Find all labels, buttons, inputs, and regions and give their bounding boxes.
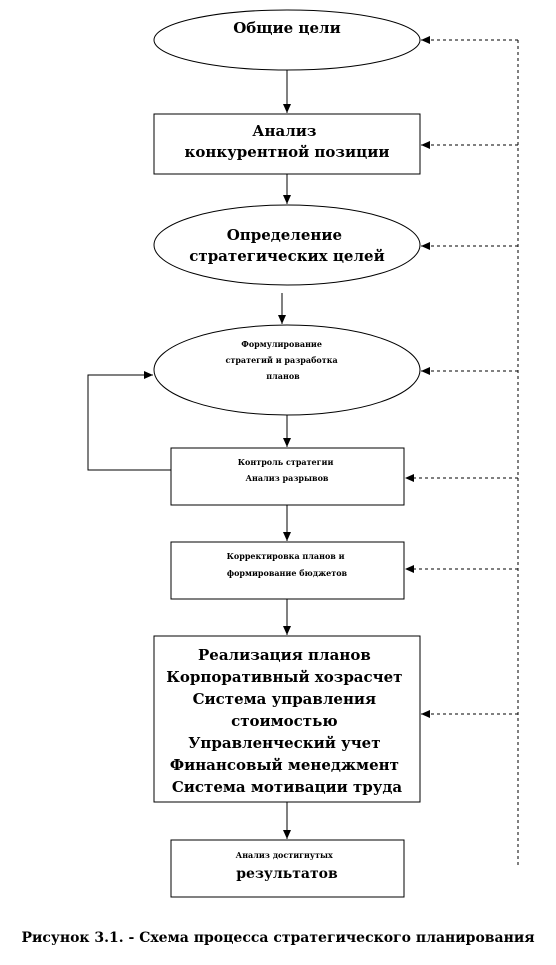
node-text-line: результатов xyxy=(236,866,338,882)
node-text-line: Анализ достигнутых xyxy=(236,850,333,860)
node-strategy-formulation: Формулирование стратегий и разработка пл… xyxy=(153,324,421,416)
node-competitive-analysis: Анализ конкурентной позиции xyxy=(153,113,421,175)
svg-text:Определение стратегическ: Определение стратегических целей xyxy=(189,226,384,265)
svg-text:Контроль стратегии Анали: Контроль стратегии Анализ разрывов xyxy=(238,457,336,483)
node-text-line: Финансовый менеджмент xyxy=(170,756,399,774)
svg-text:Анализ достигнутых резул: Анализ достигнутых результатов xyxy=(236,843,339,882)
figure-caption: Рисунок 3.1. - Схема процесса стратегиче… xyxy=(21,930,535,946)
node-text-line: Корпоративный хозрасчет xyxy=(166,668,402,686)
node-plan-adjustment: Корректировка планов и формирование бюдж… xyxy=(170,541,405,600)
node-text-line: Формулирование xyxy=(241,339,322,349)
node-text-line: Реализация планов xyxy=(198,646,371,664)
node-text-line: стратегических целей xyxy=(189,247,384,265)
node-text-line: Анализ разрывов xyxy=(246,473,329,483)
node-text-line: Общие цели xyxy=(233,19,341,37)
node-text-line: конкурентной позиции xyxy=(185,143,390,161)
feedback-lines xyxy=(405,36,519,868)
node-results-analysis: Анализ достигнутых результатов xyxy=(170,839,405,898)
svg-text:Реализация планов Корпор: Реализация планов Корпоративный хозрасче… xyxy=(166,646,407,796)
node-text-line: стратегий и разработка xyxy=(226,355,338,365)
node-plan-implementation: Реализация планов Корпоративный хозрасче… xyxy=(153,635,421,803)
svg-text:Формулирование стратегий: Формулирование стратегий и разработка пл… xyxy=(226,339,341,381)
node-text-line: Контроль стратегии xyxy=(238,457,334,467)
node-common-goals: Общие цели xyxy=(153,9,421,71)
node-text-line: планов xyxy=(266,371,300,381)
node-strategy-control: Контроль стратегии Анализ разрывов xyxy=(170,447,405,506)
svg-text:Общие цели: Общие цели xyxy=(233,19,341,37)
node-text-line: Корректировка планов и xyxy=(227,551,345,561)
node-text-line: формирование бюджетов xyxy=(227,568,348,578)
node-strategic-goals: Определение стратегических целей xyxy=(153,204,421,286)
node-text-line: Система управления xyxy=(193,690,377,708)
node-text-line: Анализ xyxy=(252,122,316,140)
node-text-line: стоимостью xyxy=(231,712,338,730)
flow-arrows xyxy=(278,70,291,839)
svg-text:Анализ конкурентной пози: Анализ конкурентной позиции xyxy=(185,122,390,161)
node-text-line: Определение xyxy=(227,226,342,244)
node-text-line: Система мотивации труда xyxy=(172,778,403,796)
node-text-line: Управленческий учет xyxy=(188,734,380,752)
svg-text:Корректировка планов и ф: Корректировка планов и формирование бюдж… xyxy=(227,551,348,578)
loop-control-to-formulation xyxy=(87,371,171,471)
